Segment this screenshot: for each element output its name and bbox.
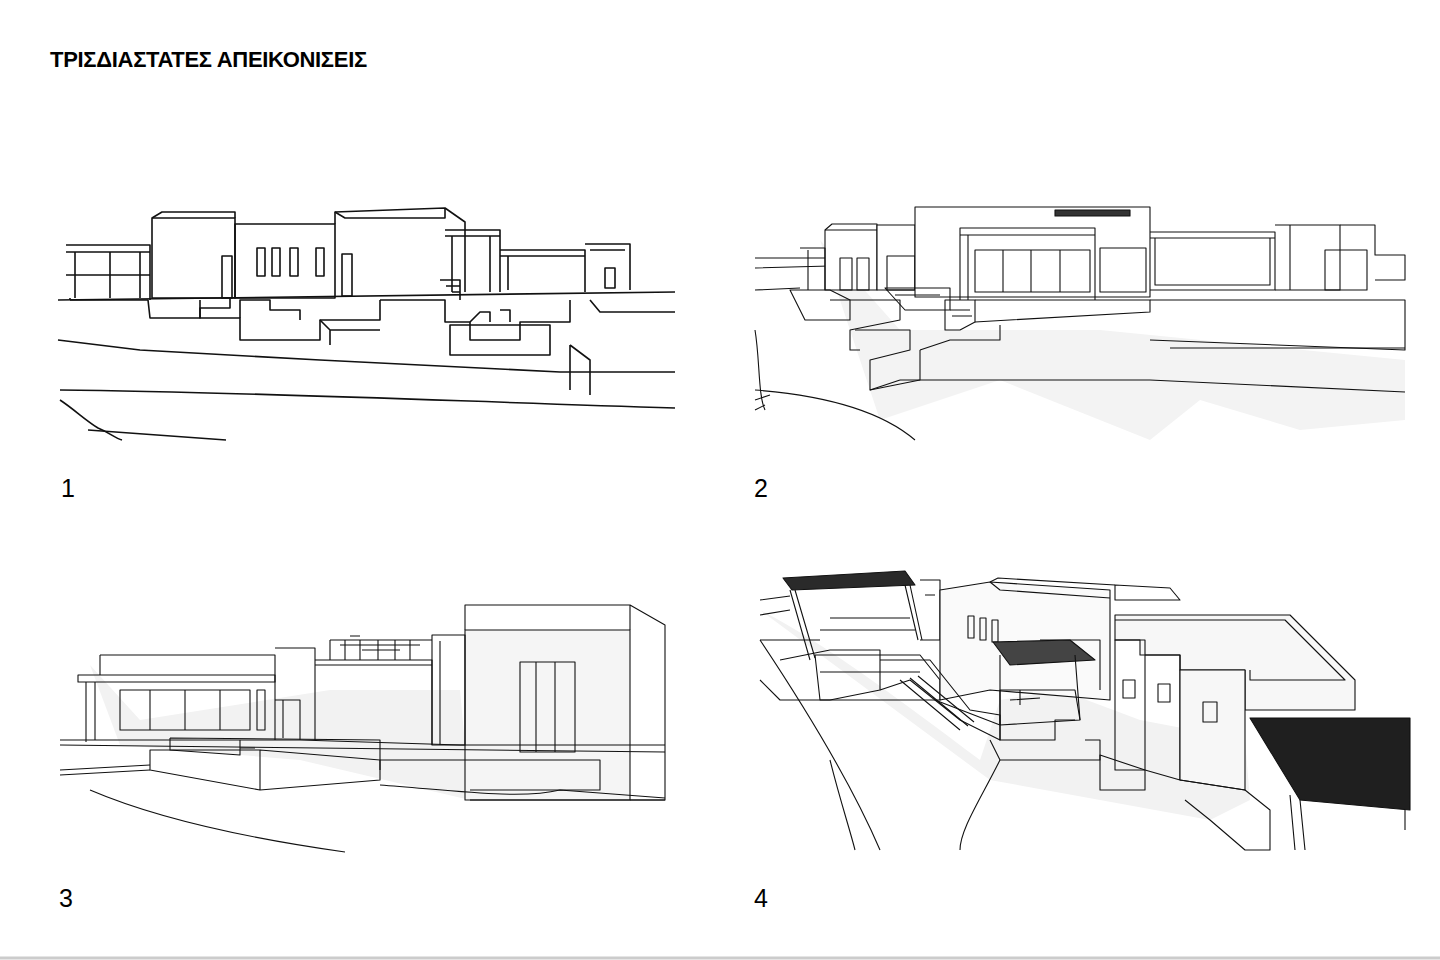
sheet-title: ΤΡΙΣΔΙΑΣΤΑΤΕΣ ΑΠΕΙΚΟΝΙΣΕΙΣ [50,47,367,73]
view-number: 2 [754,474,768,503]
view-2-drawing [755,207,1405,440]
view-number: 4 [754,884,768,913]
page-rule [0,957,1440,960]
view-number: 1 [61,474,75,503]
view-3-drawing [60,605,665,852]
view-4-drawing [760,571,1410,850]
view-1-drawing [58,208,675,440]
view-number: 3 [59,884,73,913]
